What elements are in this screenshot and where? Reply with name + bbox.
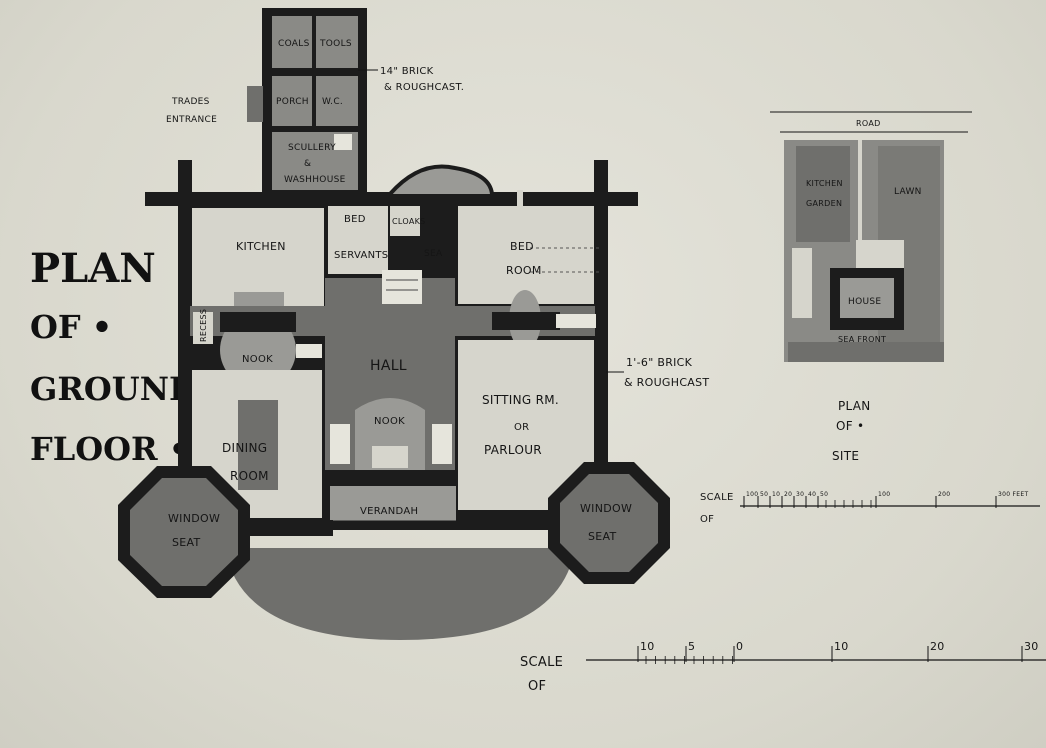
svg-text:OR: OR bbox=[514, 422, 529, 433]
plan-scale-bar: SCALE OF 10 5 0 10 20 30 bbox=[520, 640, 1046, 694]
recess bbox=[193, 312, 213, 344]
kitchen-room bbox=[192, 208, 324, 306]
site-scale-tick-label: 40 bbox=[808, 491, 816, 498]
plan-scale-tick-label: 10 bbox=[834, 640, 849, 653]
svg-text:DINING: DINING bbox=[222, 441, 267, 455]
svg-text:PLAN: PLAN bbox=[30, 245, 156, 292]
svg-text:COALS: COALS bbox=[278, 39, 310, 49]
svg-text:PLAN: PLAN bbox=[838, 399, 871, 413]
servants-bedroom bbox=[328, 206, 388, 274]
svg-text:OF: OF bbox=[528, 679, 546, 694]
svg-text:ENTRANCE: ENTRANCE bbox=[166, 115, 217, 125]
svg-text:OF •: OF • bbox=[30, 308, 112, 346]
plan-scale-tick-label: 20 bbox=[930, 640, 945, 653]
plan-scale-tick-label: 0 bbox=[736, 640, 743, 653]
svg-text:WINDOW: WINDOW bbox=[168, 512, 220, 525]
svg-text:SCALE: SCALE bbox=[520, 655, 563, 670]
svg-text:SERVANTS: SERVANTS bbox=[334, 250, 388, 261]
site-scale-tick-label: 50 bbox=[820, 491, 828, 498]
svg-text:HALL: HALL bbox=[370, 358, 407, 374]
svg-text:SCALE: SCALE bbox=[700, 492, 734, 503]
svg-text:HOUSE: HOUSE bbox=[848, 297, 881, 307]
svg-text:FLOOR •: FLOOR • bbox=[30, 430, 189, 468]
svg-text:&: & bbox=[304, 159, 311, 169]
svg-text:WASHHOUSE: WASHHOUSE bbox=[284, 175, 346, 185]
svg-text:OF •: OF • bbox=[836, 419, 864, 433]
svg-text:KITCHEN: KITCHEN bbox=[236, 240, 286, 253]
site-scale-tick-label: 200 bbox=[938, 491, 950, 498]
svg-text:1'-6" BRICK: 1'-6" BRICK bbox=[626, 356, 693, 369]
site-plan: ROAD KITCHEN GARDEN LAWN HOUSE SEA FRONT… bbox=[770, 111, 972, 463]
svg-text:& ROUGHCAST.: & ROUGHCAST. bbox=[384, 82, 464, 93]
svg-text:BED: BED bbox=[344, 214, 366, 225]
site-scale-tick-label: 10 bbox=[772, 491, 780, 498]
svg-text:14" BRICK: 14" BRICK bbox=[380, 66, 434, 77]
svg-text:ROOM: ROOM bbox=[230, 469, 269, 483]
svg-text:SEA: SEA bbox=[424, 249, 443, 259]
svg-text:SCULLERY: SCULLERY bbox=[288, 143, 336, 153]
svg-text:RECESS: RECESS bbox=[199, 309, 208, 342]
svg-text:W.C.: W.C. bbox=[322, 97, 343, 107]
svg-text:NOOK: NOOK bbox=[374, 416, 405, 427]
svg-text:ROOM: ROOM bbox=[506, 264, 542, 277]
site-scale-tick-label: 20 bbox=[784, 491, 792, 498]
room-labels: COALS TOOLS PORCH W.C. SCULLERY & WASHHO… bbox=[166, 39, 632, 549]
svg-text:TOOLS: TOOLS bbox=[319, 39, 352, 49]
svg-text:OF: OF bbox=[700, 514, 714, 525]
svg-text:GARDEN: GARDEN bbox=[806, 199, 842, 208]
svg-text:CLOAKS: CLOAKS bbox=[392, 217, 426, 226]
verandah bbox=[330, 486, 456, 522]
svg-text:ROAD: ROAD bbox=[856, 119, 881, 128]
svg-text:SITE: SITE bbox=[832, 449, 859, 463]
plan-scale-tick-label: 10 bbox=[640, 640, 655, 653]
bedroom-room bbox=[458, 206, 594, 304]
svg-text:TRADES: TRADES bbox=[171, 97, 210, 107]
svg-text:LAWN: LAWN bbox=[894, 187, 922, 197]
svg-text:NOOK: NOOK bbox=[242, 354, 273, 365]
svg-text:PORCH: PORCH bbox=[276, 97, 309, 107]
site-scale-tick-label: 100 bbox=[878, 491, 890, 498]
wall-notes: 14" BRICK & ROUGHCAST. 1'-6" BRICK & ROU… bbox=[358, 66, 709, 389]
outbuilding bbox=[247, 8, 367, 196]
svg-text:& ROUGHCAST: & ROUGHCAST bbox=[624, 376, 709, 389]
front-terrace bbox=[225, 548, 575, 640]
plan-scale-tick-label: 30 bbox=[1024, 640, 1039, 653]
svg-text:PARLOUR: PARLOUR bbox=[484, 443, 542, 457]
svg-text:GROUND: GROUND bbox=[30, 370, 197, 408]
svg-text:SEAT: SEAT bbox=[172, 536, 201, 549]
site-scale-tick-label: 100 bbox=[746, 491, 758, 498]
site-scale-tick-label: 50 bbox=[760, 491, 768, 498]
plan-title: PLAN OF • GROUND FLOOR • bbox=[30, 245, 197, 468]
svg-text:SEAT: SEAT bbox=[588, 530, 617, 543]
svg-text:BED: BED bbox=[510, 240, 534, 253]
svg-text:SITTING RM.: SITTING RM. bbox=[482, 393, 559, 407]
svg-text:SEA FRONT: SEA FRONT bbox=[838, 335, 886, 344]
site-scale-tick-label: 300 FEET bbox=[998, 491, 1028, 498]
plan-scale-tick-label: 5 bbox=[688, 640, 695, 653]
svg-text:WINDOW: WINDOW bbox=[580, 502, 632, 515]
svg-text:VERANDAH: VERANDAH bbox=[360, 506, 418, 517]
svg-text:KITCHEN: KITCHEN bbox=[806, 179, 843, 188]
site-scale-tick-label: 30 bbox=[796, 491, 804, 498]
